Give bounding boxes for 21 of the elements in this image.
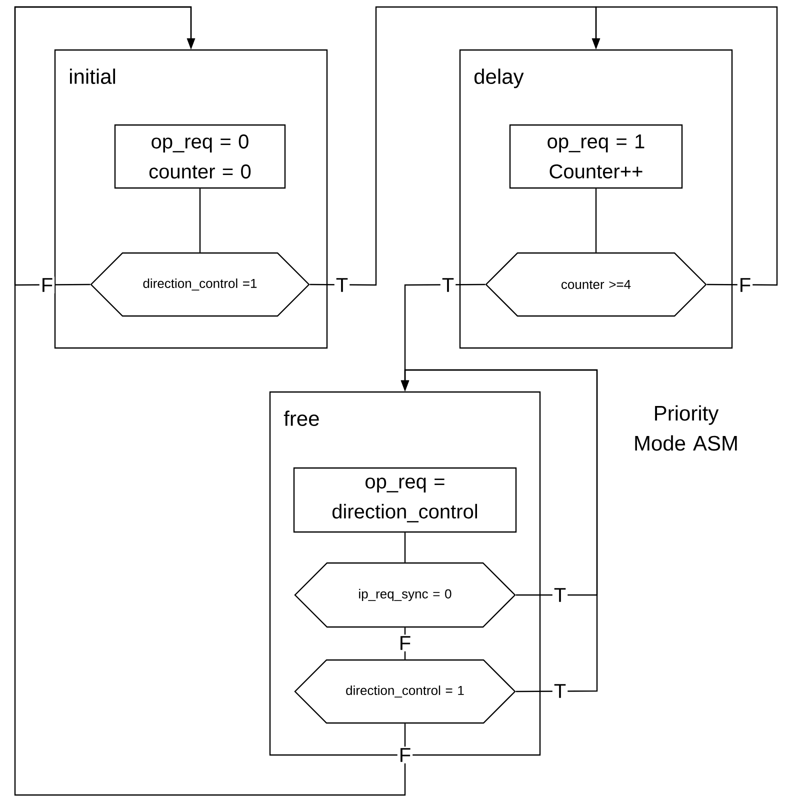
edge-label: T: [334, 276, 350, 294]
connector: [14, 6, 406, 796]
connector: [404, 628, 406, 660]
edge-label: F: [397, 634, 413, 652]
decision-hexagon: counter >=4: [485, 252, 707, 317]
decision-hexagon: direction_control =1: [90, 252, 310, 317]
connector: [404, 532, 406, 562]
edge-label: T: [552, 682, 568, 700]
diagram-title: Priority Mode ASM: [635, 405, 737, 451]
connector: [199, 188, 201, 252]
action-box: op_req = direction_control: [293, 467, 517, 533]
edge-label: F: [737, 276, 753, 294]
edge-label: F: [397, 746, 413, 764]
action-box: op_req = 0 counter = 0: [114, 124, 286, 189]
connector: [595, 188, 597, 252]
decision-hexagon: direction_control = 1: [294, 659, 516, 724]
decision-hexagon: ip_req_sync = 0: [294, 562, 516, 628]
edge-label: T: [440, 276, 456, 294]
edge-label: T: [552, 586, 568, 604]
edge-label: F: [39, 276, 55, 294]
action-box: op_req = 1 Counter++: [509, 124, 683, 189]
